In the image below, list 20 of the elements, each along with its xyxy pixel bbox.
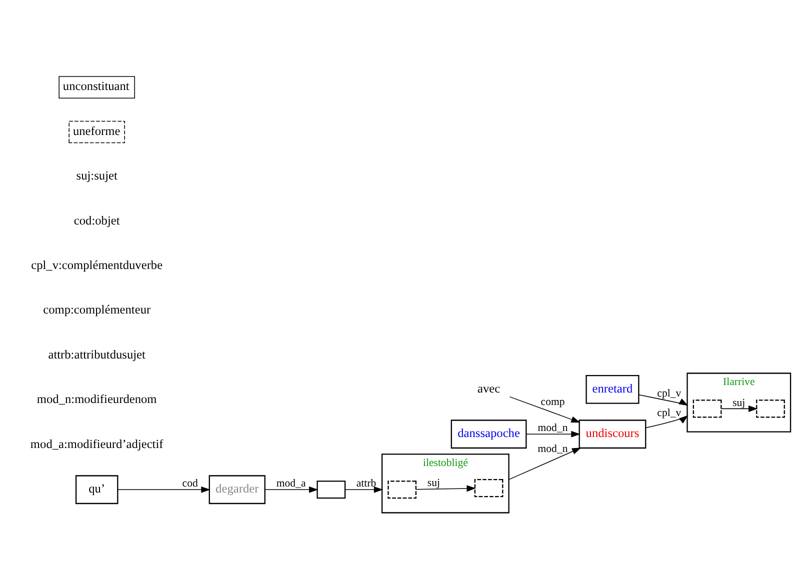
edge-label: suj xyxy=(732,396,746,408)
label: mod_n:modifieurdenom xyxy=(36,392,157,406)
edge-label: cod xyxy=(182,477,198,490)
node-text: avec xyxy=(477,380,500,395)
legend-label: unconstituant xyxy=(62,78,130,93)
edge-label: mod_n xyxy=(538,442,568,455)
edge-label: mod_n xyxy=(538,422,568,434)
label: mod_a:modifieurd’adjectif xyxy=(30,436,164,450)
edge-label: cpl_v xyxy=(657,387,682,400)
edge-label: suj xyxy=(427,476,440,488)
label: suj:sujet xyxy=(76,168,118,182)
label: attrb:attributdusujet xyxy=(48,346,146,361)
label: cod:objet xyxy=(74,212,120,227)
label: cpl_v:complémentduverbe xyxy=(31,258,163,272)
edge-label: comp xyxy=(540,396,565,408)
edge-label: mod_a xyxy=(276,477,306,490)
legend-label: uneforme xyxy=(72,123,120,138)
edge-label: cpl_v xyxy=(657,406,682,418)
label: comp:complémenteur xyxy=(43,302,151,316)
edge-label: attrb xyxy=(356,477,376,490)
